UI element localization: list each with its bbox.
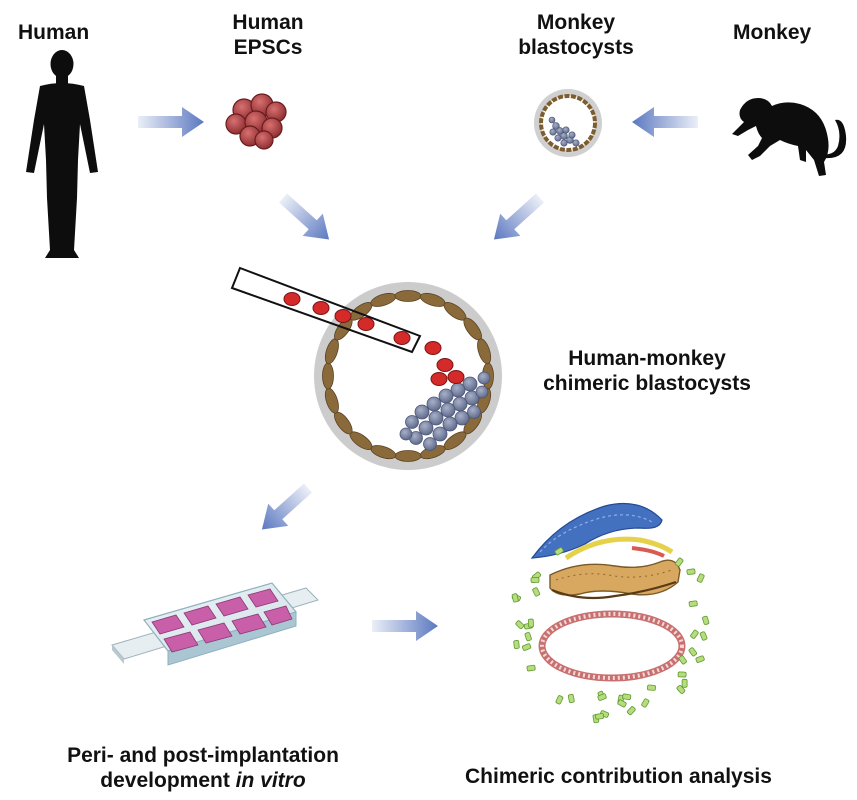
human-silhouette-icon	[26, 50, 98, 258]
green-cell	[677, 671, 687, 678]
arrow-human-to-epsc	[138, 107, 204, 137]
in-vitro-culture-label-italic: in vitro	[235, 769, 306, 792]
in-vitro-culture-label-line2: development in vitro	[48, 768, 358, 793]
green-cell	[524, 632, 532, 642]
green-cell	[511, 593, 519, 603]
green-cell	[688, 647, 698, 657]
trophectoderm-ring	[322, 290, 494, 462]
arrow-blastocyst-to-chimera	[493, 193, 545, 240]
green-cell	[695, 655, 705, 663]
injected-human-cells	[283, 292, 465, 386]
human-epscs-label: Human EPSCs	[212, 10, 324, 60]
trophectoderm-cell	[322, 362, 334, 390]
in-vitro-culture-label: Peri- and post-implantation development …	[48, 743, 358, 793]
green-cell	[617, 699, 627, 708]
trophectoderm-cell	[394, 290, 422, 302]
green-cell	[513, 640, 520, 649]
chimeric-blastocysts-label-line2: chimeric blastocysts	[543, 372, 751, 395]
monkey-label: Monkey	[733, 21, 812, 44]
trophectoderm-cell	[477, 338, 492, 365]
embryo-section-icon	[511, 502, 710, 724]
green-cell	[688, 600, 698, 607]
green-cell	[532, 587, 541, 597]
green-cell	[674, 557, 684, 567]
blastocyst-icon	[534, 89, 602, 157]
chimeric-contribution-label: Chimeric contribution analysis	[465, 765, 772, 788]
mesoderm-band	[549, 559, 681, 596]
arrow-chimera-to-culture	[261, 483, 313, 530]
monkey-blastocysts-label-line1: Monkey	[536, 11, 616, 34]
monkey-silhouette-icon	[732, 98, 847, 176]
green-cell	[690, 629, 699, 639]
inner-cell-mass	[399, 371, 491, 451]
arrow-monkey-to-blastocyst	[632, 107, 698, 137]
green-cell	[515, 620, 525, 630]
green-cell	[554, 547, 564, 556]
human-label: Human	[18, 21, 90, 44]
green-cell	[527, 618, 534, 628]
green-cell	[681, 678, 688, 688]
green-cell	[647, 684, 656, 691]
arrows	[138, 107, 698, 641]
green-cell	[699, 631, 708, 641]
green-cell	[555, 695, 564, 705]
green-cell	[522, 643, 532, 651]
green-cell	[702, 615, 710, 625]
micropipette-icon	[230, 266, 422, 354]
monkey-blastocysts-label-line2: blastocysts	[518, 36, 634, 59]
arrow-epsc-to-chimera	[278, 193, 330, 240]
in-vitro-culture-label-plain: development	[100, 769, 236, 792]
chimeric-blastocysts-label-line1: Human-monkey	[568, 347, 726, 370]
culture-wells	[151, 588, 293, 653]
in-vitro-culture-label-line1: Peri- and post-implantation	[67, 744, 339, 767]
green-cell	[676, 685, 686, 694]
green-cell	[595, 713, 605, 720]
human-epscs-label-line2: EPSCs	[233, 36, 303, 59]
ectoderm-layer	[530, 502, 663, 559]
epiblast-yellow-layer	[564, 536, 674, 561]
green-cell	[686, 568, 696, 575]
green-cell	[678, 655, 687, 665]
green-cell	[696, 573, 705, 583]
green-cell	[622, 693, 632, 701]
culture-plate-icon	[111, 582, 319, 666]
green-cell	[641, 698, 650, 708]
green-cell	[567, 693, 575, 704]
green-cell	[526, 664, 536, 672]
green-cell	[597, 693, 607, 701]
scattered-green-cells	[511, 547, 710, 724]
chimeric-blastocysts-label: Human-monkey chimeric blastocysts	[522, 346, 772, 396]
trophectoderm-cell	[394, 450, 422, 462]
cell-cluster-icon	[225, 93, 287, 150]
monkey-blastocysts-label: Monkey blastocysts	[500, 10, 652, 60]
human-epscs-label-line1: Human	[232, 11, 304, 34]
chimeric-blastocyst-icon	[230, 266, 502, 470]
green-cell	[626, 706, 636, 716]
endoderm-ring	[538, 610, 686, 682]
arrow-culture-to-analysis	[372, 611, 438, 641]
green-cell	[530, 577, 540, 583]
